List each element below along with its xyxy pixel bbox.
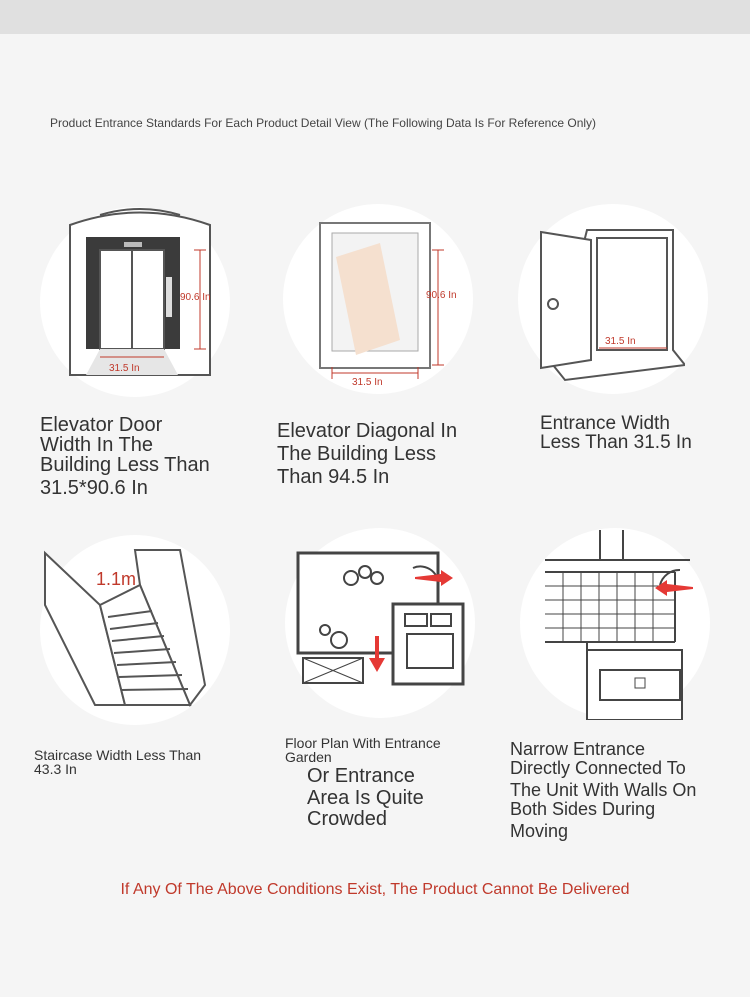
measure-width-label: 31.5 In <box>605 336 636 347</box>
floor-plan-icon <box>296 551 465 686</box>
door-entrance-icon: 31.5 In <box>540 229 685 382</box>
measure-width-label: 31.5 In <box>352 377 383 388</box>
caption-staircase: Staircase Width Less Than 43.3 In <box>34 747 202 777</box>
caption-narrow-entrance: Narrow Entrance Directly Connected To Th… <box>510 739 697 841</box>
caption-elevator-diagonal: Elevator Diagonal In The Building Less T… <box>277 420 458 488</box>
measure-width-label: 31.5 In <box>109 363 140 374</box>
header-note: Product Entrance Standards For Each Prod… <box>50 116 597 130</box>
elevator-diagonal-icon: 90.6 In 31.5 In <box>319 222 457 388</box>
caption-entrance-width: Entrance Width Less Than 31.5 In <box>540 413 692 453</box>
caption-elevator-door: Elevator Door Width In The Building Less… <box>40 414 210 499</box>
caption-floor-plan: Or Entrance Area Is Quite Crowded <box>307 765 424 831</box>
measure-height-label: 90.6 In <box>180 292 211 303</box>
delivery-warning: If Any Of The Above Conditions Exist, Th… <box>120 881 630 898</box>
caption-floor-plan-small: Floor Plan With Entrance Garden <box>285 735 441 765</box>
top-bar <box>0 0 750 34</box>
measure-height-label: 90.6 In <box>426 290 457 301</box>
narrow-corridor-icon <box>545 530 693 720</box>
elevator-door-icon: 90.6 In 31.5 In <box>69 208 211 376</box>
measure-label: 1.1m <box>96 569 136 589</box>
staircase-icon: 1.1m <box>44 549 207 707</box>
